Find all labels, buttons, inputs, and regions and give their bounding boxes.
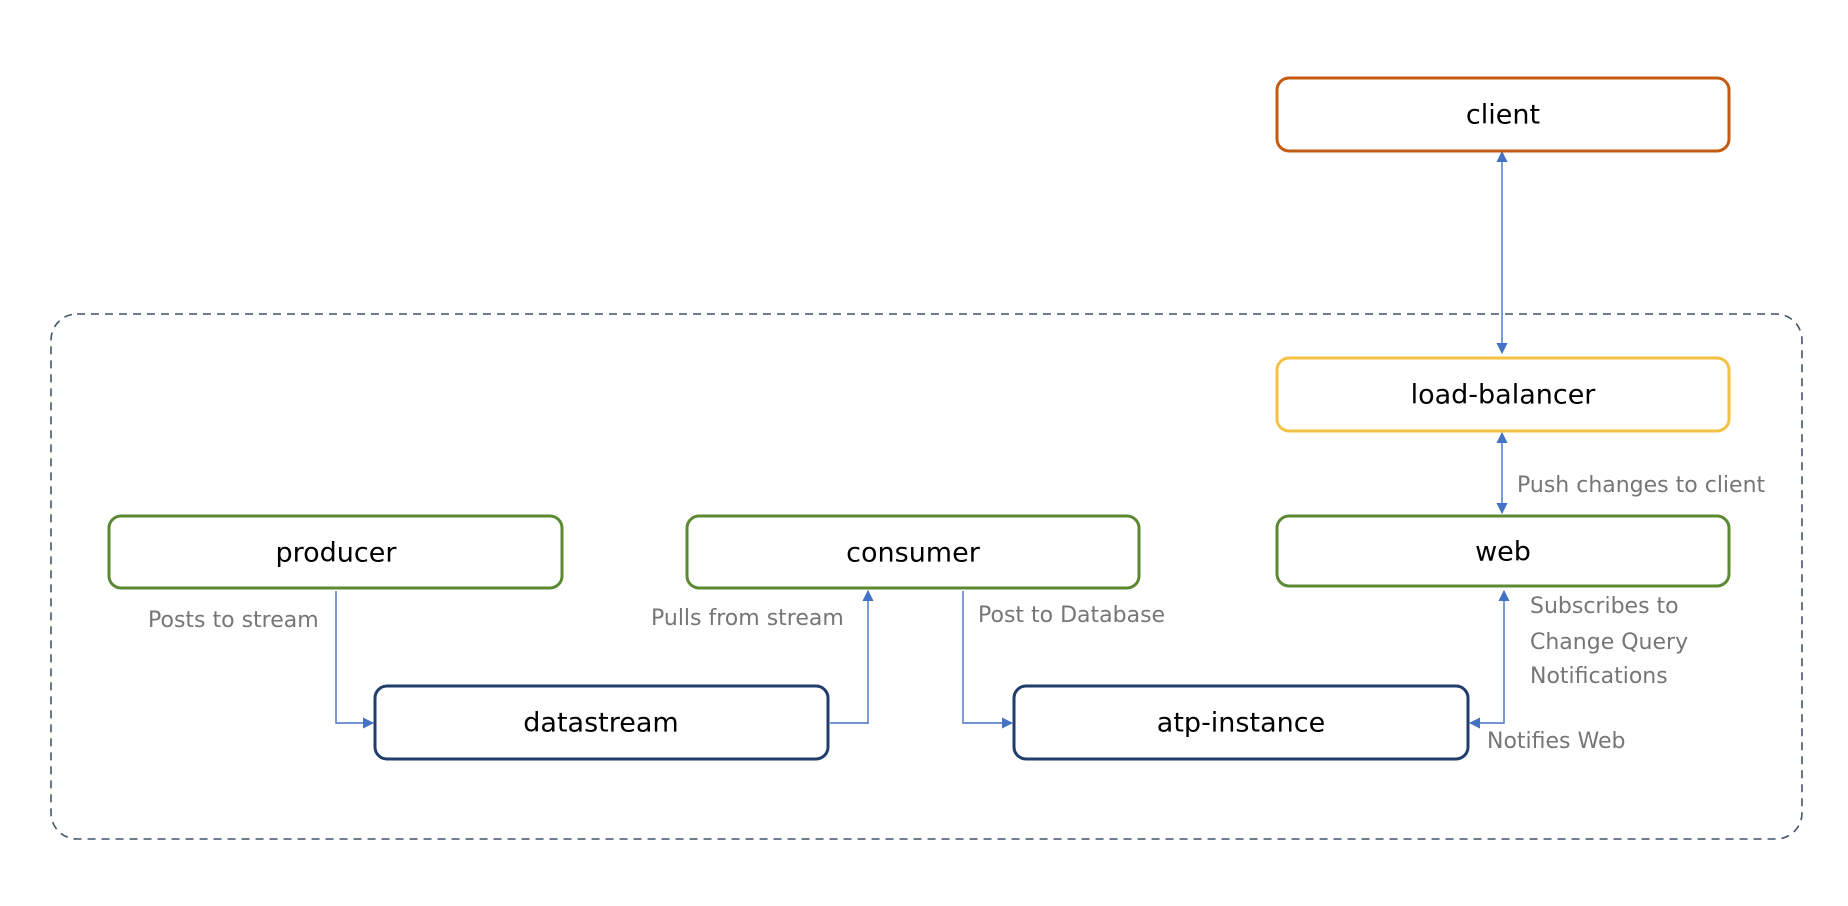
label-post-to-database: Post to Database [978, 603, 1165, 628]
connectors [335, 150, 1510, 729]
label-notifies-web: Notifies Web [1487, 729, 1625, 754]
producer-datastream-connector [335, 591, 375, 729]
node-consumer-label: consumer [846, 538, 981, 569]
node-client-label: client [1466, 100, 1540, 131]
label-subscribes-line-2: Change Query [1530, 630, 1688, 655]
label-subscribes-line-3: Notifications [1530, 664, 1668, 689]
node-datastream-label: datastream [523, 708, 678, 739]
node-load-balancer-label: load-balancer [1411, 380, 1597, 411]
label-pulls-from-stream: Pulls from stream [651, 606, 844, 631]
label-subscribes-line-1: Subscribes to [1530, 594, 1679, 619]
node-datastream[interactable]: datastream [373, 684, 830, 761]
node-atp-instance[interactable]: atp-instance [1012, 684, 1470, 761]
edge-labels: Posts to stream Pulls from stream Post t… [148, 473, 1766, 754]
datastream-consumer-connector [830, 589, 874, 724]
node-producer-label: producer [276, 538, 398, 569]
label-push-changes-to-client: Push changes to client [1517, 473, 1766, 498]
node-web-label: web [1475, 537, 1531, 568]
label-posts-to-stream: Posts to stream [148, 608, 319, 633]
consumer-atp-connector [962, 591, 1014, 729]
web-atp-connector [1468, 589, 1510, 729]
node-producer[interactable]: producer [107, 514, 564, 590]
boundary-group [50, 313, 1803, 840]
node-client[interactable]: client [1275, 76, 1731, 153]
node-consumer[interactable]: consumer [685, 514, 1141, 590]
node-atp-instance-label: atp-instance [1157, 708, 1325, 739]
node-web[interactable]: web [1275, 514, 1731, 588]
node-load-balancer[interactable]: load-balancer [1275, 356, 1731, 433]
